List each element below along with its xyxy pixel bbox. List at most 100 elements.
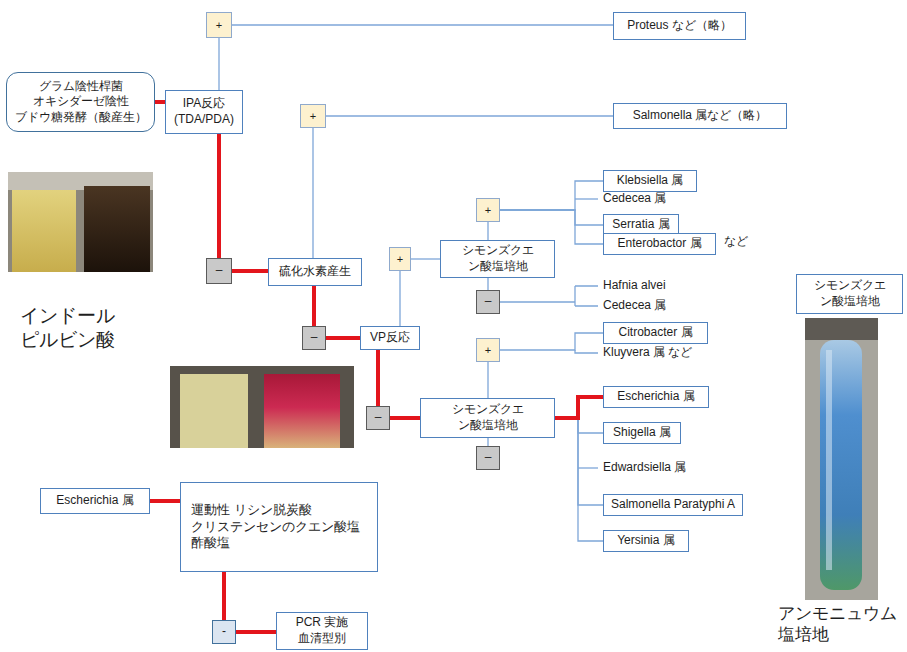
node-text: VP反応 [370,330,410,346]
bracket-tick [575,350,598,353]
node-text: Escherichia 属 [56,493,133,509]
positive-result-box: + [476,198,500,222]
label-text: Cedecea 属 [603,191,666,207]
label-text: Hafnia alvei [603,278,666,294]
label-text: Cedecea 属 [603,298,666,314]
test-box: シモンズクエン酸塩培地 [420,398,555,438]
test-box: Yersinia 属 [603,530,689,552]
text-group: – [485,450,492,466]
bracket-line [500,286,598,306]
text-group: – [311,330,318,346]
leaf-label: Cedecea 属 [603,191,666,207]
text-group: Serratia 属 [612,217,669,233]
test-box: Klebsiella 属 [603,170,697,192]
text-group: Salmonella Paratyphi A [611,497,735,513]
bracket-tick [575,198,598,199]
test-box: Shigella 属 [603,422,681,444]
text-group: 硫化水素産生 [279,264,351,280]
connector-line [487,362,488,398]
negative-result-box: – [366,406,390,430]
test-box: 硫化水素産生 [268,258,362,286]
test-box: Escherichia 属 [603,386,709,408]
text-group: + [216,18,222,32]
test-box: IPA反応 (TDA/PDA) [165,90,243,134]
node-text: PCR 実施 血清型別 [283,615,361,646]
text-group: VP反応 [370,330,410,346]
node-text: – [375,410,382,426]
node-text: Citrobacter 属 [618,325,692,341]
text-group: + [310,109,316,123]
node-text: Proteus など（略） [627,18,732,34]
connector-line [487,222,488,240]
main-path-connector [155,100,165,104]
text-group: - [222,624,226,640]
node-text: + [216,18,222,32]
tube-glare [826,350,832,570]
test-box: Escherichia 属 [40,488,150,514]
connector-line [555,418,603,505]
tube-blue-green [820,340,862,590]
node-text: Klebsiella 属 [617,173,684,189]
start-box: グラム陰性桿菌 オキシダーゼ陰性 ブドウ糖発酵（酸産生） [6,72,155,132]
test-box: Salmonella 属など（略） [613,103,787,129]
leaf-label: など [724,234,748,250]
connector-line [232,24,613,25]
main-path-connector [326,336,360,340]
text-group: Escherichia 属 [617,389,694,405]
node-text: - [222,624,226,640]
text-group: シモンズクエン酸塩培地 [451,402,524,433]
text-group: Klebsiella 属 [617,173,684,189]
node-text: Serratia 属 [612,217,669,233]
label-text: Edwardsiella 属 [603,460,686,476]
leaf-label: Edwardsiella 属 [603,460,686,476]
connector-line [218,38,219,90]
positive-result-box: + [206,12,232,38]
main-path-connector [236,630,276,634]
test-box: Proteus など（略） [613,12,746,40]
main-path-connector [217,134,221,258]
photo-background [170,366,354,448]
test-box: 運動性 リシン脱炭酸 クリステンセンのクエン酸塩 酢酸塩 [180,482,378,572]
test-box: Citrobacter 属 [603,322,708,344]
node-text: + [397,252,403,266]
test-box: Salmonella Paratyphi A [603,494,743,516]
node-text: Salmonella 属など（略） [633,108,768,124]
text-group: グラム陰性桿菌 オキシダーゼ陰性 ブドウ糖発酵（酸産生） [13,79,148,126]
main-path-connector [376,350,380,406]
connector-line [312,128,313,258]
node-text: Yersinia 属 [617,533,675,549]
text-group: Proteus など（略） [627,18,732,34]
node-text: – [311,330,318,346]
node-text: – [485,294,492,310]
main-path-connector [555,397,603,418]
tube-pale-yellow [180,374,248,448]
text-group: + [485,203,491,217]
node-text: シモンズクエン酸塩培地 [451,402,524,433]
leaf-label: Hafnia alvei [603,278,666,294]
text-group: – [485,294,492,310]
node-text: 硫化水素産生 [279,264,351,280]
negative-result-box: – [476,446,500,470]
label-text: アンモニュウム塩培地 [778,603,900,646]
main-path-connector [232,269,268,273]
leaf-label: インドール ピルビン酸 [20,304,142,352]
text-group: IPA反応 (TDA/PDA) [170,96,238,127]
bracket-tick [578,467,598,468]
text-group: Shigella 属 [613,425,671,441]
text-group: Yersinia 属 [617,533,675,549]
leaf-label: Cedecea 属 [603,298,666,314]
leaf-label: アンモニュウム塩培地 [778,603,900,646]
positive-result-box: + [300,104,326,128]
tube-yellow [12,190,76,272]
node-text: Enterobactor 属 [617,236,701,252]
connector-line [326,115,613,116]
node-text: IPA反応 (TDA/PDA) [170,96,238,127]
node-text: 運動性 リシン脱炭酸 クリステンセンのクエン酸塩 酢酸塩 [191,502,360,553]
test-box: Enterobactor 属 [603,233,716,255]
photo-background [8,172,153,272]
positive-result-box: + [389,247,411,271]
connector-line [500,210,603,244]
connector-line [487,278,488,290]
negative-result-box: – [302,326,326,350]
node-text: シモンズクエン酸塩培地 [813,278,886,309]
